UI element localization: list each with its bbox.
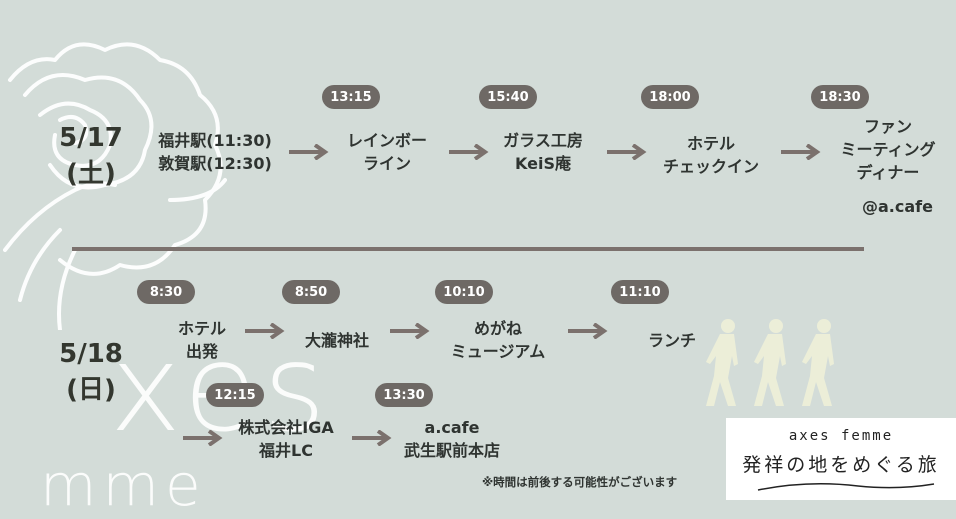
arrow-right-icon [245,323,285,339]
day1-time-pill: 18:00 [641,85,699,109]
day1-time-pill: 13:15 [322,85,380,109]
arrow-right-icon [183,430,223,446]
axes-femme-logo: axes femme 発祥の地をめぐる旅 [726,418,956,500]
background-word-mme: mme [40,451,207,519]
day1-time-pill: 15:40 [479,85,537,109]
day1-date: 5/17 (土) [56,120,126,192]
day-divider [72,247,864,251]
arrow-right-icon [781,144,821,160]
day2-stop-hotel-depart: ホテル 出発 [177,319,226,361]
time-disclaimer-note: ※時間は前後する可能性がございます [482,475,678,489]
arrow-right-icon [607,144,647,160]
logo-tagline-text: 発祥の地をめぐる旅 [742,454,940,476]
day2-date-text: 5/18 [59,339,123,369]
arrow-right-icon [390,323,430,339]
day2-time-pill: 8:50 [282,280,340,304]
rose-outline-illustration [3,42,227,330]
day2-time-pill: 11:10 [611,280,669,304]
day1-stop-rainbow-line: レインボー ライン [346,131,427,173]
logo-swoosh-icon [757,483,935,491]
day2-date: 5/18 (日) [56,336,126,408]
walking-people-illustration [706,319,834,406]
day2-stop-lunch: ランチ [647,331,696,350]
day1-time-pill: 18:30 [811,85,869,109]
day2-weekday: (日) [66,375,116,405]
arrow-right-icon [568,323,608,339]
day1-stop-departure: 福井駅(11:30) 敦賀駅(12:30) [158,131,272,173]
logo-brand-text: axes femme [788,428,894,444]
day2-stop-otaki-shrine: 大瀧神社 [304,331,369,350]
day1-date-text: 5/17 [59,123,123,153]
day1-venue: @a.cafe [862,197,933,216]
day2-stop-a-cafe: a.cafe 武生駅前本店 [403,418,500,460]
day2-time-pill: 8:30 [137,280,195,304]
day2-time-pill: 10:10 [435,280,493,304]
day1-stop-fan-meeting-dinner: ファン ミーティング ディナー [840,117,936,182]
day1-stop-hotel-checkin: ホテル チェックイン [662,134,759,176]
day2-stop-iga: 株式会社IGA 福井LC [238,418,334,460]
day2-stop-glasses-museum: めがね ミュージアム [450,319,546,361]
day2-time-pill: 13:30 [375,383,433,407]
day1-weekday: (土) [66,159,116,189]
arrow-right-icon [449,144,489,160]
day2-time-pill: 12:15 [206,383,264,407]
day1-stop-glass-studio: ガラス工房 KeiS庵 [503,131,583,173]
arrow-right-icon [352,430,392,446]
arrow-right-icon [289,144,329,160]
